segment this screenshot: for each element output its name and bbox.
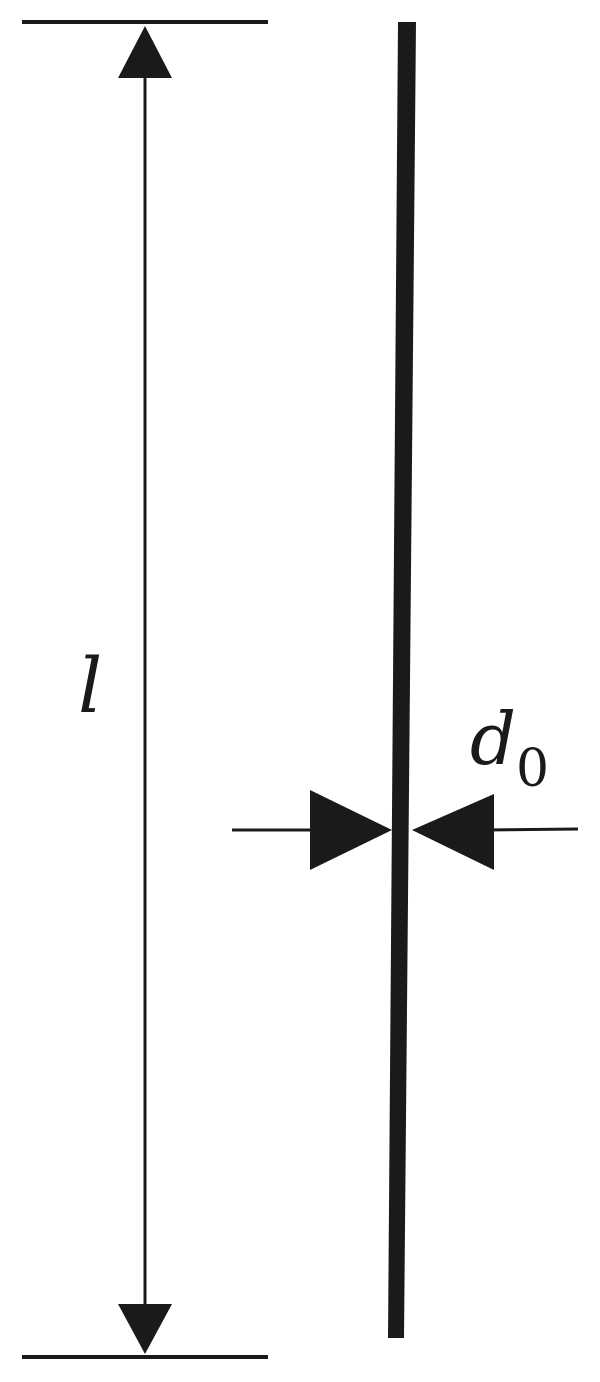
diameter-leader-right: [483, 827, 579, 832]
length-label: l: [78, 641, 102, 730]
diameter-arrow-right-icon: [412, 794, 494, 870]
wire-body: [388, 22, 416, 1338]
length-arrow-bottom-icon: [118, 1304, 172, 1354]
diameter-label-symbol: d: [470, 697, 516, 781]
diameter-arrow-left-icon: [310, 790, 392, 870]
diameter-label-subscript: 0: [516, 739, 549, 799]
diameter-label: d 0: [470, 697, 549, 799]
length-arrow-top-icon: [118, 26, 172, 78]
